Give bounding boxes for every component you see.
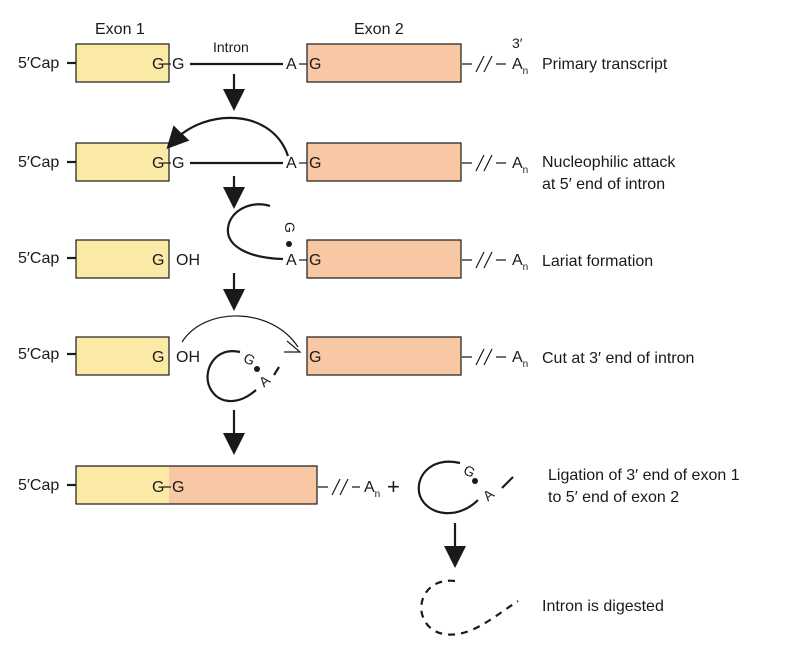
g-label: G [152,349,164,366]
exon1-box [75,43,170,83]
exon1-box [75,336,170,376]
step-label: Lariat formation [542,253,653,270]
poly-a-tail: An [512,252,528,273]
step-label: Primary transcript [542,56,668,73]
a-label: A [286,56,297,73]
lariat-loop [206,350,257,403]
g-label: G [282,222,298,233]
g-label: G [309,56,321,73]
attack-arrow [166,116,290,157]
three-prime-label: 3′ [512,35,523,51]
row-lariat-formation: 5′Cap G OH G A G An Lariat formation [18,203,653,279]
plus-sign: + [387,474,400,499]
lariat-loop [226,203,284,261]
g-label: G [309,349,321,366]
g-label: G [172,479,184,496]
branch-dot [286,241,292,247]
g-label: G [241,350,258,369]
intron-header: Intron [213,39,249,55]
g-label: G [152,252,164,269]
row-cut-3prime: 5′Cap G OH G A G An Cut at 3′ end of int… [18,315,694,403]
step-label: Cut at 3′ end of intron [542,350,694,367]
row-ligation: 5′Cap G G An + G A Ligation of 3′ end of… [18,460,740,515]
g-label: G [172,56,184,73]
tail-break [462,154,506,172]
mrna-outline [75,465,318,505]
g-label: G [152,56,164,73]
step-label: at 5′ end of intron [542,176,665,193]
poly-a-tail: An [512,56,528,77]
step-label: to 5′ end of exon 2 [548,489,679,506]
g-label: G [461,462,478,481]
step-label: Nucleophilic attack [542,154,676,171]
g-label: G [172,155,184,172]
exon2-box [306,142,462,182]
digested-intron [420,579,519,636]
tail-break [462,55,506,73]
a-label: A [286,252,297,269]
exon1-box [76,466,169,504]
exon2-box [306,43,462,83]
branch-dot [472,478,478,484]
step-label: Intron is digested [542,598,664,615]
exon2-box [306,336,462,376]
oh-label: OH [176,349,200,366]
branch-dot [254,366,260,372]
cut-end [273,366,280,376]
row-nucleophilic-attack: 5′Cap G G A G An Nucleophilic attack at … [18,116,676,193]
oh-attack-arrow [181,315,299,348]
a-label: A [286,155,297,172]
poly-a-tail: An [364,479,380,500]
exon1-header: Exon 1 [95,21,145,38]
cap-label: 5′Cap [18,55,59,72]
cut-end [501,476,514,489]
row-intron-digested: Intron is digested [420,579,664,636]
tail-break [318,478,360,496]
cap-label: 5′Cap [18,250,59,267]
open-arrowhead [284,340,302,353]
tail-break [462,251,506,269]
step-label: Ligation of 3′ end of exon 1 [548,467,740,484]
g-label: G [152,155,164,172]
tail-break [462,348,506,366]
exon2-box [306,239,462,279]
a-label: A [480,485,498,504]
poly-a-tail: An [512,349,528,370]
oh-label: OH [176,252,200,269]
a-label: A [256,371,274,390]
g-label: G [152,479,164,496]
lariat-loop [417,460,479,515]
poly-a-tail: An [512,155,528,176]
exon1-box [75,239,170,279]
row-primary-transcript: 5′Cap G G A G An Primary transcript [18,43,668,83]
cap-label: 5′Cap [18,154,59,171]
cap-label: 5′Cap [18,346,59,363]
exon2-box [169,466,317,504]
exon1-box [75,142,170,182]
cap-label: 5′Cap [18,477,59,494]
exon2-header: Exon 2 [354,21,404,38]
g-label: G [309,252,321,269]
g-label: G [309,155,321,172]
